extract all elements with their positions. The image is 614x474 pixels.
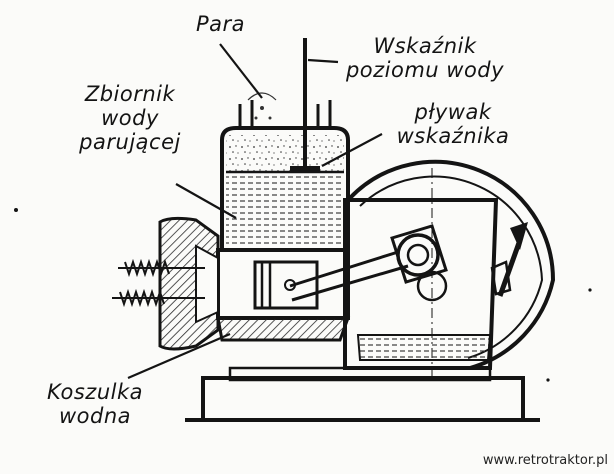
crankcase	[343, 198, 499, 370]
leader-lines	[127, 43, 383, 380]
water-tank-label-line1: Zbiornik	[84, 82, 176, 106]
water-tank-label: Zbiornik wody parującej	[60, 82, 200, 154]
level-indicator-label: Wskaźnik poziomu wody	[330, 34, 520, 82]
steam-label-text: Para	[196, 12, 246, 36]
watermark: www.retrotraktor.pl	[482, 453, 608, 468]
water-tank-label-line3: parującej	[79, 130, 181, 154]
level-indicator-label-line1: Wskaźnik	[373, 34, 477, 58]
valve-springs	[112, 258, 205, 308]
water-jacket-label: Koszulka wodna	[30, 380, 160, 428]
crank-assembly	[390, 222, 528, 302]
water-jacket-label-line2: wodna	[58, 404, 132, 428]
water-tank-label-line2: wody	[101, 106, 159, 130]
cylinder-head	[158, 216, 220, 351]
steam-label: Para	[196, 12, 245, 36]
cylinder	[216, 248, 351, 342]
specks	[14, 208, 592, 382]
water-jacket-label-line1: Koszulka	[46, 380, 143, 404]
float-label-line1: pływak	[414, 100, 492, 124]
level-indicator-rod	[290, 38, 320, 173]
base-block	[185, 366, 540, 422]
water-tank	[220, 92, 350, 250]
level-indicator-label-line2: poziomu wody	[345, 58, 505, 82]
float-label-line2: wskaźnika	[396, 124, 510, 148]
float-label: pływak wskaźnika	[378, 100, 528, 148]
